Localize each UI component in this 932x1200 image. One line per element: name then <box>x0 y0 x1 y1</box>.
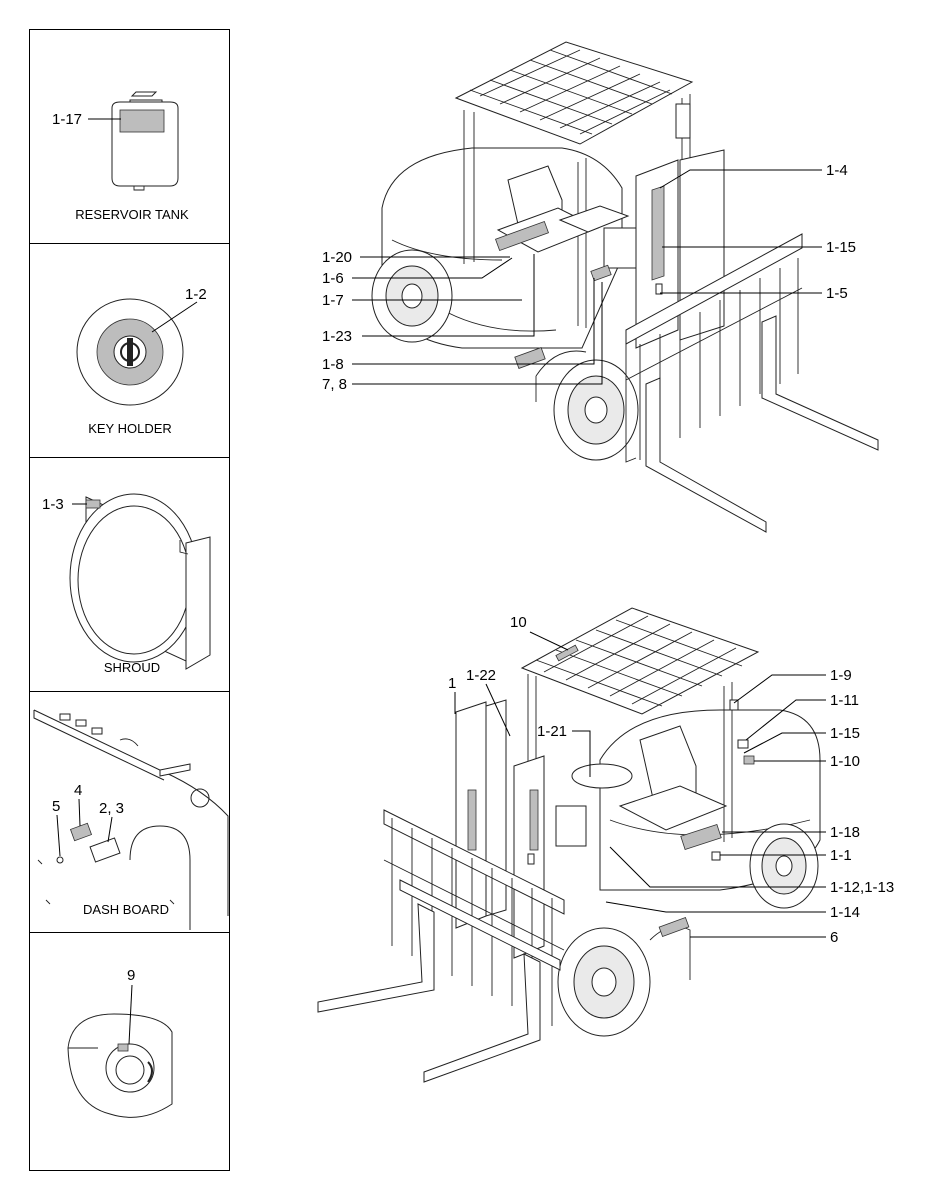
decal-9 <box>117 1043 129 1052</box>
callout-1-17: 1-17 <box>52 111 82 128</box>
callout-1-10: 1-10 <box>830 753 860 770</box>
callout-1-4: 1-4 <box>826 162 848 179</box>
caption-reservoir-tank: RESERVOIR TANK <box>75 207 189 222</box>
callout-1-21: 1-21 <box>537 723 567 740</box>
callout-1-23: 1-23 <box>322 328 352 345</box>
decal-2-3 <box>89 837 121 863</box>
forklift-top <box>371 41 879 533</box>
callout-9: 9 <box>127 967 135 984</box>
decal-1-20 <box>495 220 549 252</box>
decal-1-17 <box>119 109 165 133</box>
callout-1-22: 1-22 <box>466 667 496 684</box>
caption-dash-board: DASH BOARD <box>83 902 169 917</box>
callout-1-1: 1-1 <box>830 847 852 864</box>
callout-1-11: 1-11 <box>830 692 859 709</box>
lever-panel: 9 <box>67 967 173 1118</box>
decal-6 <box>658 917 690 937</box>
decal-1-3 <box>85 499 101 509</box>
shroud-panel: 1-3 SHROUD <box>42 493 211 675</box>
callout-6: 6 <box>830 929 838 946</box>
caption-shroud: SHROUD <box>104 660 160 675</box>
callout-1-15b: 1-15 <box>830 725 860 742</box>
bottom-callouts: 10 1 1-22 1-21 1-9 1-11 1-15 1-10 1-18 1… <box>448 614 894 946</box>
callout-1-20: 1-20 <box>322 249 352 266</box>
decal-1-18 <box>680 823 722 851</box>
callout-7-8: 7, 8 <box>322 376 347 393</box>
callout-1-8: 1-8 <box>322 356 344 373</box>
callout-1-6: 1-6 <box>322 270 344 287</box>
callout-1-3: 1-3 <box>42 496 64 513</box>
reservoir-tank-panel: 1-17 RESERVOIR TANK <box>52 91 189 222</box>
callout-1-12-1-13: 1-12,1-13 <box>830 879 894 896</box>
decal-4 <box>69 822 93 842</box>
callout-4: 4 <box>74 782 82 799</box>
callout-10: 10 <box>510 614 527 631</box>
decal-10 <box>555 644 579 662</box>
callout-1-2: 1-2 <box>185 286 207 303</box>
callout-1-9: 1-9 <box>830 667 852 684</box>
dash-board-panel: 5 4 2, 3 DASH BOARD <box>33 709 229 930</box>
callout-1-15: 1-15 <box>826 239 856 256</box>
callout-1: 1 <box>448 675 456 692</box>
decal-1-15 <box>651 185 665 281</box>
decal-1-1 <box>711 851 721 861</box>
caption-key-holder: KEY HOLDER <box>88 421 172 436</box>
callout-5: 5 <box>52 798 60 815</box>
callout-2-3: 2, 3 <box>99 800 124 817</box>
callout-1-5: 1-5 <box>826 285 848 302</box>
callout-1-14: 1-14 <box>830 904 860 921</box>
decal-1-5 <box>655 283 663 295</box>
top-callouts: 1-20 1-6 1-7 1-23 1-8 7, 8 1-4 1-15 1-5 <box>322 162 856 393</box>
callout-1-7: 1-7 <box>322 292 344 309</box>
callout-1-18: 1-18 <box>830 824 860 841</box>
key-holder-panel: 1-2 KEY HOLDER <box>76 286 207 436</box>
panel-column <box>29 29 230 1171</box>
forklift-bottom <box>317 607 821 1083</box>
shroud-ring <box>69 493 199 663</box>
reservoir-tank-drawing <box>111 91 179 191</box>
